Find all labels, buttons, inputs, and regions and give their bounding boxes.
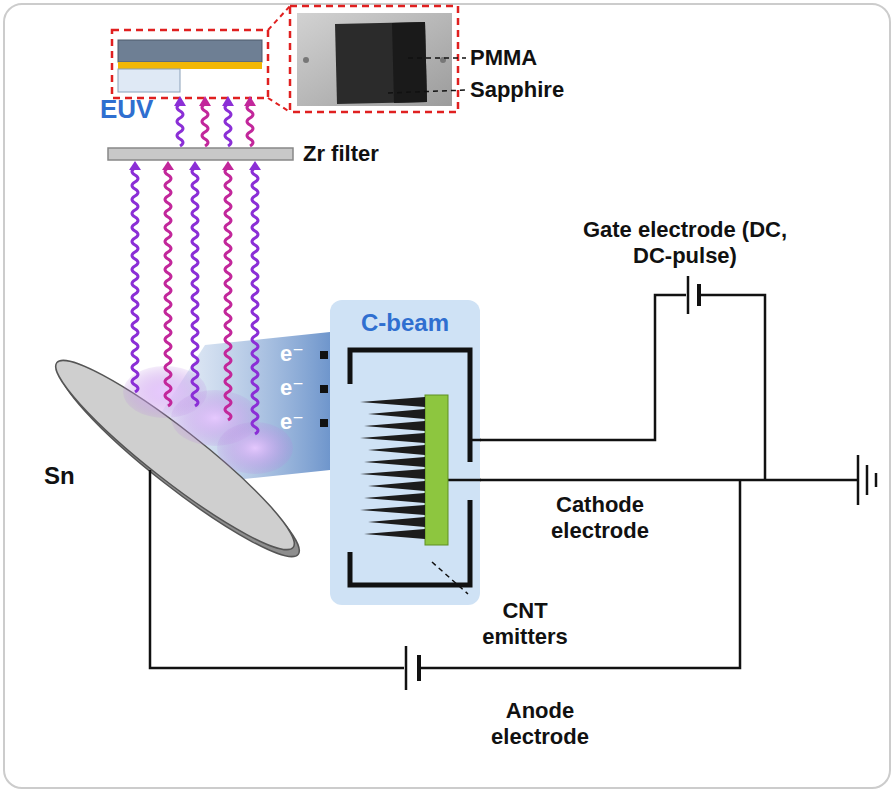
- part-label: Sapphire: [470, 77, 564, 103]
- c-beam-illustration: [330, 300, 480, 605]
- holder-hole: [303, 57, 309, 63]
- gate-battery: [688, 276, 699, 314]
- arrowhead: [199, 96, 211, 106]
- leader-line: [432, 562, 468, 594]
- zoom-line: [268, 6, 290, 30]
- leader-line: [388, 90, 466, 93]
- target-label: Sn: [44, 462, 75, 491]
- euv-label: EUV: [100, 94, 153, 125]
- electron-label: e⁻: [280, 341, 304, 367]
- part-label: PMMA: [470, 45, 537, 71]
- sn-target: [41, 342, 309, 568]
- cnt-emitters: [360, 397, 425, 539]
- euv-rays: [132, 168, 258, 434]
- cathode-wire: [480, 479, 858, 482]
- c-beam-housing: [330, 300, 480, 605]
- euv-rays: [174, 96, 256, 146]
- cnt-label: CNT emitters: [470, 598, 580, 651]
- cathode-label: Cathode electrode: [525, 492, 675, 545]
- euv-wave: [225, 168, 231, 420]
- zr-filter: [108, 148, 293, 160]
- inset-box: [290, 6, 458, 112]
- c-beam-wires: [448, 440, 481, 480]
- arrowhead: [162, 161, 174, 170]
- part-label: Zr filter: [303, 141, 379, 167]
- frame: [4, 4, 890, 788]
- cathode-plate: [425, 395, 448, 545]
- gate-electrode: [350, 350, 470, 585]
- anode-label: Anode electrode: [465, 698, 615, 751]
- gate-wire: [480, 295, 686, 440]
- arrowhead: [174, 96, 186, 106]
- euv-wave: [252, 168, 258, 434]
- gate-wire: [700, 295, 765, 480]
- leader-line: [408, 57, 466, 59]
- interlayer: [118, 62, 262, 69]
- arrowhead: [189, 161, 201, 170]
- euv-wave: [132, 168, 138, 392]
- gate-label: Gate electrode (DC, DC-pulse): [575, 217, 795, 270]
- anode-battery: [406, 646, 419, 690]
- sapphire-layer: [118, 69, 180, 92]
- arrowhead: [222, 161, 234, 170]
- electron-label: e⁻: [280, 375, 304, 401]
- euv-wave: [225, 104, 231, 146]
- arrowhead: [129, 161, 141, 170]
- electron-label: e⁻: [280, 409, 304, 435]
- c-beam-box: C-beam: [330, 300, 480, 605]
- euv-wave: [202, 104, 208, 146]
- euv-wave: [192, 168, 198, 406]
- ground-symbol: [858, 455, 876, 505]
- arrowhead: [244, 96, 256, 106]
- euv-wave: [247, 104, 253, 146]
- sample-photo: [335, 22, 427, 104]
- box-heading: C-beam: [330, 309, 480, 338]
- pmma-layer: [118, 40, 262, 62]
- circuit: [150, 295, 858, 668]
- euv-wave: [165, 168, 171, 406]
- zoom-line: [268, 98, 290, 112]
- euv-arrowheads: [129, 161, 261, 170]
- gate-openings: [320, 351, 328, 427]
- pmma-region: [392, 22, 427, 103]
- arrowhead: [222, 96, 234, 106]
- arrowhead: [249, 161, 261, 170]
- zoom-box: [112, 30, 268, 98]
- euv-wave: [177, 104, 183, 146]
